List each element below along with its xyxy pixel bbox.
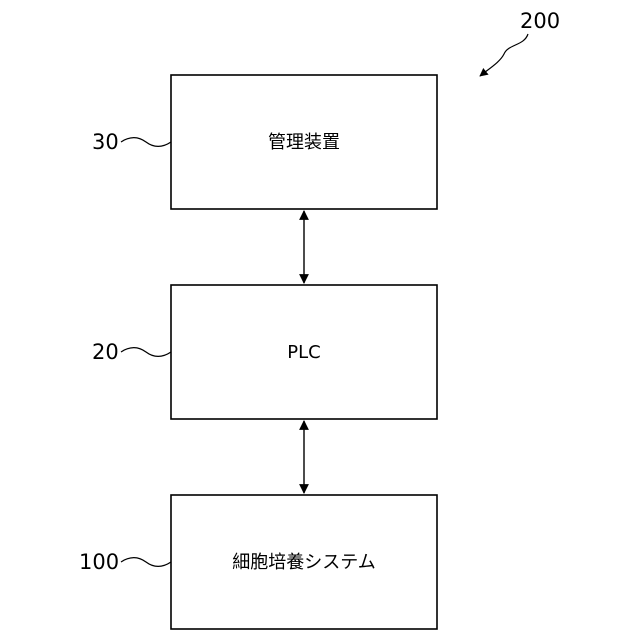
management-device-label: 管理装置 [268, 132, 340, 153]
figure-reference-pointer-arrow [480, 34, 528, 76]
cell-culture-system-ref: 100 [79, 550, 119, 574]
plc-lead-line [121, 348, 171, 357]
management-device-ref: 30 [92, 130, 119, 154]
plc-ref: 20 [92, 340, 119, 364]
figure-reference-label: 200 [520, 9, 560, 33]
cell-culture-system-lead-line [121, 558, 171, 567]
management-device-lead-line [121, 138, 171, 147]
plc-label: PLC [287, 342, 320, 363]
cell-culture-system-label: 細胞培養システム [232, 552, 375, 573]
